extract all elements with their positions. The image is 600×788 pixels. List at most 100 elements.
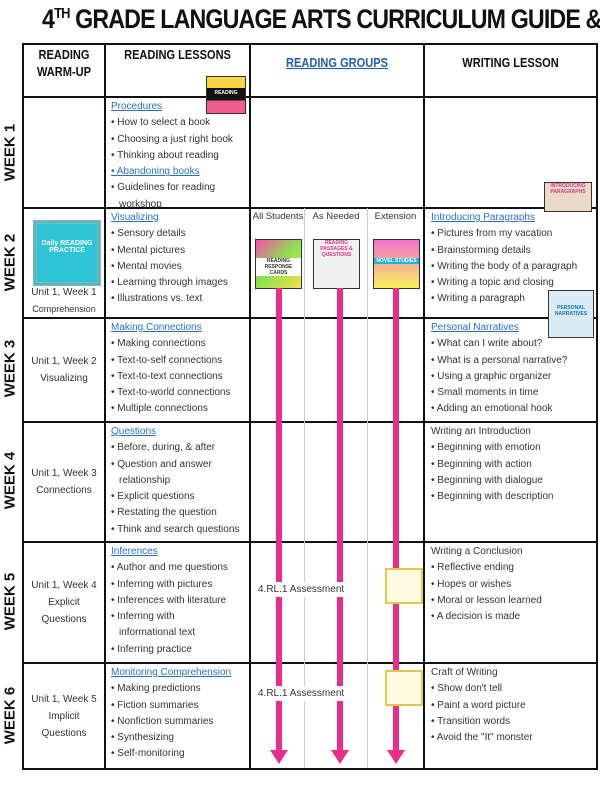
reading-lesson-cell: VisualizingSensory detailsMental picture… bbox=[111, 210, 247, 308]
writing-title: Writing an Introduction bbox=[431, 426, 531, 437]
lesson-title-link[interactable]: Procedures bbox=[111, 101, 163, 112]
lesson-item: informational text bbox=[119, 627, 196, 639]
reading-lesson-cell: InferencesAuthor and me questionsInferri… bbox=[111, 544, 247, 658]
lesson-item: Mental movies bbox=[111, 259, 247, 275]
writing-lesson-cell: Craft of WritingShow don't tellPaint a w… bbox=[431, 665, 595, 746]
lesson-item: Question and answer bbox=[111, 457, 247, 473]
lesson-item-link[interactable]: Abandoning books bbox=[111, 164, 247, 180]
lesson-item: Learning through images bbox=[111, 275, 247, 291]
lesson-item: relationship bbox=[119, 474, 171, 486]
week-label: WEEK 6 bbox=[1, 686, 19, 745]
writing-item: Beginning with description bbox=[431, 489, 595, 505]
arrow-head bbox=[387, 750, 405, 764]
header-reading-groups-link[interactable]: READING GROUPS bbox=[286, 55, 388, 70]
warmup-text: Questions bbox=[41, 614, 87, 625]
header-writing-lesson: WRITING LESSON bbox=[462, 55, 559, 70]
grid-line bbox=[22, 96, 598, 98]
grid-line bbox=[22, 43, 24, 770]
reading-lesson-cell: Making ConnectionsMaking connectionsText… bbox=[111, 320, 247, 418]
group-all-students: All Students bbox=[252, 211, 304, 222]
arrow-head bbox=[270, 750, 288, 764]
grid-line bbox=[596, 43, 598, 770]
writing-title: Writing a Conclusion bbox=[431, 546, 523, 557]
warmup-text: Unit 1, Week 3 bbox=[31, 468, 97, 479]
lesson-item: Nonfiction summaries bbox=[111, 714, 247, 730]
writing-lesson-cell: Writing an IntroductionBeginning with em… bbox=[431, 424, 595, 505]
lesson-item: Making predictions bbox=[111, 681, 247, 697]
writing-item: What can I write about? bbox=[431, 336, 595, 352]
writing-lesson-cell: Introducing ParagraphsPictures from my v… bbox=[431, 210, 595, 308]
lesson-title-link[interactable]: Visualizing bbox=[111, 212, 159, 223]
lesson-item: workshop bbox=[119, 198, 162, 210]
writing-title-link[interactable]: Introducing Paragraphs bbox=[431, 212, 535, 223]
lesson-item: Illustrations vs. text bbox=[111, 291, 247, 307]
lesson-title-link[interactable]: Making Connections bbox=[111, 322, 202, 333]
arrow-extension bbox=[393, 288, 399, 750]
writing-item: Writing a paragraph bbox=[431, 291, 595, 307]
grid-line bbox=[22, 662, 598, 664]
group-as-needed: As Needed bbox=[312, 211, 360, 222]
reading-product-thumbnail: READING bbox=[206, 76, 246, 114]
group-extension: Extension bbox=[374, 211, 417, 222]
grid-line bbox=[22, 541, 598, 543]
header-reading-lessons: READING LESSONS bbox=[124, 47, 231, 62]
header-reading-warmup: READING WARM-UP bbox=[36, 47, 92, 79]
lesson-title-link[interactable]: Inferences bbox=[111, 546, 158, 557]
warmup-text: Comprehension bbox=[32, 304, 96, 314]
reading-lesson-cell: ProceduresHow to select a bookChoosing a… bbox=[111, 99, 247, 213]
personal-narratives-thumbnail: PERSONAL NARRATIVES bbox=[548, 290, 594, 338]
week-label: WEEK 4 bbox=[1, 451, 19, 510]
daily-reading-practice-thumbnail: Daily READING PRACTICE bbox=[33, 220, 101, 286]
writing-item: Adding an emotional hook bbox=[431, 401, 595, 417]
lesson-item: Inferring practice bbox=[111, 642, 247, 658]
warmup-cell: Unit 1, Week 2 Visualizing bbox=[24, 353, 104, 387]
writing-item: Beginning with dialogue bbox=[431, 473, 595, 489]
writing-item: Using a graphic organizer bbox=[431, 369, 595, 385]
writing-lesson-cell: Writing a ConclusionReflective endingHop… bbox=[431, 544, 595, 625]
assessment-thumbnail bbox=[385, 670, 423, 706]
writing-item: Beginning with emotion bbox=[431, 440, 595, 456]
writing-item: Show don't tell bbox=[431, 681, 595, 697]
lesson-item: Sensory details bbox=[111, 226, 247, 242]
writing-item: Avoid the "It" monster bbox=[431, 730, 595, 746]
warmup-text: Implicit bbox=[48, 710, 80, 722]
lesson-item: Choosing a just right book bbox=[111, 132, 247, 148]
writing-item: Writing the body of a paragraph bbox=[431, 259, 595, 275]
writing-item: Transition words bbox=[431, 714, 595, 730]
arrow-as-needed bbox=[337, 288, 343, 750]
week-label: WEEK 3 bbox=[1, 339, 19, 398]
lesson-item: Restating the question bbox=[111, 505, 247, 521]
lesson-item: Fiction summaries bbox=[111, 698, 247, 714]
novel-studies-thumbnail: NOVEL STUDIES bbox=[373, 239, 420, 289]
lesson-item: Making connections bbox=[111, 336, 247, 352]
writing-item: A decision is made bbox=[431, 609, 595, 625]
grid-line bbox=[22, 768, 598, 770]
week-label: WEEK 1 bbox=[1, 123, 19, 182]
writing-title-link[interactable]: Personal Narratives bbox=[431, 322, 519, 333]
lesson-item: Inferring with bbox=[111, 609, 247, 625]
reading-lesson-cell: QuestionsBefore, during, & afterQuestion… bbox=[111, 424, 247, 538]
writing-title: Craft of Writing bbox=[431, 667, 498, 678]
grid-line bbox=[22, 317, 598, 319]
lesson-title-link[interactable]: Questions bbox=[111, 426, 157, 437]
week-label: WEEK 5 bbox=[1, 572, 19, 631]
arrow-head bbox=[331, 750, 349, 764]
lesson-item: Inferring with pictures bbox=[111, 577, 247, 593]
writing-item: Pictures from my vacation bbox=[431, 226, 595, 242]
writing-item: Moral or lesson learned bbox=[431, 593, 595, 609]
lesson-title-link[interactable]: Monitoring Comprehension bbox=[111, 667, 232, 678]
grid-line bbox=[22, 43, 598, 45]
grid-line bbox=[22, 207, 598, 209]
reading-passages-thumbnail: READING PASSAGES & QUESTIONS bbox=[313, 239, 360, 289]
lesson-item: Text-to-text connections bbox=[111, 369, 247, 385]
week-label: WEEK 2 bbox=[1, 233, 19, 292]
reading-lesson-cell: Monitoring ComprehensionMaking predictio… bbox=[111, 665, 247, 763]
warmup-text: Visualizing bbox=[40, 373, 88, 384]
writing-item: Reflective ending bbox=[431, 560, 595, 576]
warmup-text: Unit 1, Week 5 bbox=[31, 693, 97, 705]
lesson-item: Self-monitoring bbox=[111, 746, 247, 762]
warmup-text: Unit 1, Week 2 bbox=[31, 356, 97, 367]
